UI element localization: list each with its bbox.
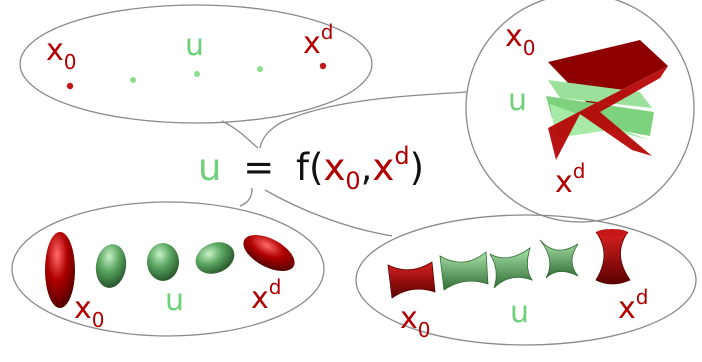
connector-to-surfaces	[264, 189, 393, 237]
surfaces-x0-label: x0	[400, 301, 431, 342]
surface-u-3	[539, 239, 579, 279]
equation-text: u = f(x0,xd)	[198, 142, 424, 195]
points-u-dot-2	[194, 71, 200, 77]
ellipsoids-x0-label: x0	[74, 291, 105, 332]
red-plane-front	[548, 66, 668, 160]
equation-xd: x	[372, 146, 394, 189]
surface-xd-top-rim	[596, 229, 628, 237]
green-plane-1	[548, 80, 652, 108]
ellipsoids-panel-outline	[11, 201, 325, 337]
planes-panel: x0 u xd	[465, 0, 695, 223]
equation-x0-sub: 0	[345, 167, 360, 195]
equation-comma: ,	[361, 146, 373, 189]
surfaces-panel-outline	[355, 214, 697, 346]
surfaces-xd-label: xd	[618, 285, 648, 326]
points-x0-label: x0	[46, 33, 77, 74]
equation-f: f(	[296, 146, 323, 189]
planes-xd-label: xd	[555, 159, 585, 200]
equation-eq: =	[243, 146, 274, 189]
planes-x0-label: x0	[505, 19, 536, 60]
connector-to-planes	[259, 91, 468, 149]
surfaces-panel: x0 u xd	[355, 214, 697, 346]
points-panel: x0 u xd	[19, 4, 373, 124]
connector-to-ellipsoids	[239, 187, 253, 207]
ellipsoid-x0	[45, 232, 75, 308]
equation: u = f(x0,xd)	[198, 142, 424, 195]
equation-xd-sup: d	[394, 142, 409, 170]
ellipsoids-panel: x0 u xd	[11, 201, 325, 337]
surface-u-1	[439, 251, 489, 291]
points-u-label: u	[185, 28, 204, 63]
planes-u-label: u	[508, 83, 527, 118]
ellipsoids-u-label: u	[165, 283, 184, 318]
ellipsoid-u-2	[147, 243, 179, 281]
ellipsoids-xd-label: xd	[251, 275, 281, 316]
connector-lines	[221, 91, 468, 237]
ellipsoid-xd	[243, 234, 295, 272]
equation-u: u	[198, 146, 221, 189]
points-xd-label: xd	[303, 20, 333, 61]
surface-x0	[387, 261, 436, 299]
points-xd-dot	[319, 62, 327, 70]
ellipsoid-u-1	[95, 244, 127, 288]
connector-to-points	[221, 120, 259, 149]
points-u-dot-3	[257, 66, 263, 72]
equation-x0: x	[323, 146, 345, 189]
ellipsoid-u-3	[195, 242, 235, 274]
planes-shape	[546, 40, 668, 160]
planes-panel-outline	[465, 0, 695, 223]
points-u-dot-1	[130, 77, 136, 83]
surface-u-2	[488, 246, 534, 289]
points-x0-dot	[66, 82, 74, 90]
surface-xd	[595, 231, 631, 285]
surfaces-u-label: u	[510, 295, 529, 330]
equation-close: )	[410, 146, 424, 189]
points-panel-outline	[19, 4, 373, 124]
